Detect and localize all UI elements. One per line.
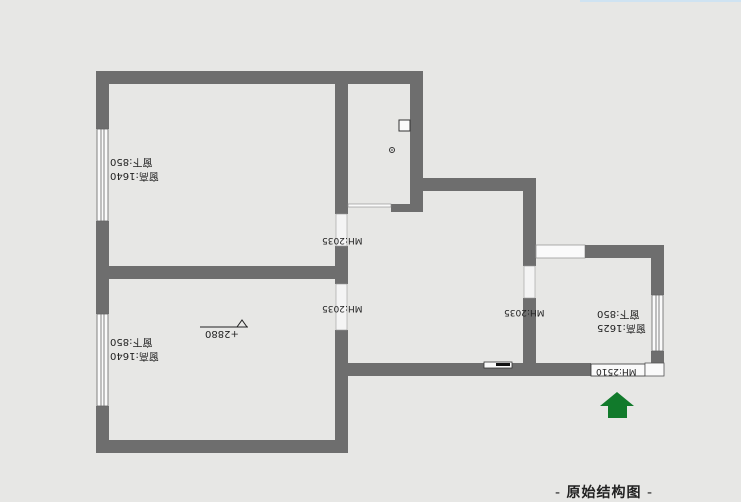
door-opening-top xyxy=(335,213,348,247)
room-r-sill: 窗下:850 xyxy=(597,308,640,319)
closet-fixture xyxy=(398,119,411,132)
room-tl-sill: 窗下:850 xyxy=(110,156,153,167)
wall-left-upper xyxy=(96,71,109,129)
room-r-height: 窗高:1625 xyxy=(597,322,646,333)
wall-bottom-left xyxy=(96,440,348,453)
wall-center-middle xyxy=(335,246,348,284)
door-label-right: MH:2035 xyxy=(504,307,545,317)
right-room-top-opening xyxy=(535,244,586,259)
wall-hall-right-upper xyxy=(523,178,536,266)
door-label-entry: MH:2510 xyxy=(596,366,637,376)
door-opening-bottom xyxy=(335,283,348,331)
wall-center-lower xyxy=(335,330,348,453)
wall-hall-right-mid xyxy=(523,298,536,320)
window-right xyxy=(651,294,664,352)
door-label-bottom: MH:2035 xyxy=(322,303,363,313)
window-top-left xyxy=(96,128,109,222)
wall-room-divider xyxy=(96,266,348,279)
closet-door-opening xyxy=(347,203,392,208)
room-bl-sill: 窗下:850 xyxy=(110,336,153,347)
plan-title: 原始结构图 xyxy=(566,485,642,501)
wall-closet-stub xyxy=(391,204,423,212)
plan-caption: - 原始结构图 - xyxy=(555,485,654,501)
room-bl-elevation: +2880 xyxy=(205,328,239,339)
wall-right-top xyxy=(585,245,664,258)
room-bl-height: 窗高:1640 xyxy=(110,350,159,361)
window-bottom-left xyxy=(96,313,109,407)
door-opening-right xyxy=(523,265,536,299)
wall-top xyxy=(96,71,423,84)
wall-right-upper xyxy=(651,245,664,295)
wall-center-upper xyxy=(335,71,348,214)
room-tl-height: 窗高:1640 xyxy=(110,170,159,181)
up-arrow-icon xyxy=(600,392,634,418)
wall-closet-right xyxy=(410,71,423,211)
closet-drain-icon xyxy=(389,147,395,153)
top-accent-line xyxy=(580,0,741,2)
wall-hall-top xyxy=(410,178,536,191)
wall-right-room-left xyxy=(523,320,536,376)
door-label-top: MH:2035 xyxy=(322,235,363,245)
elevation-triangle-icon xyxy=(200,319,248,328)
